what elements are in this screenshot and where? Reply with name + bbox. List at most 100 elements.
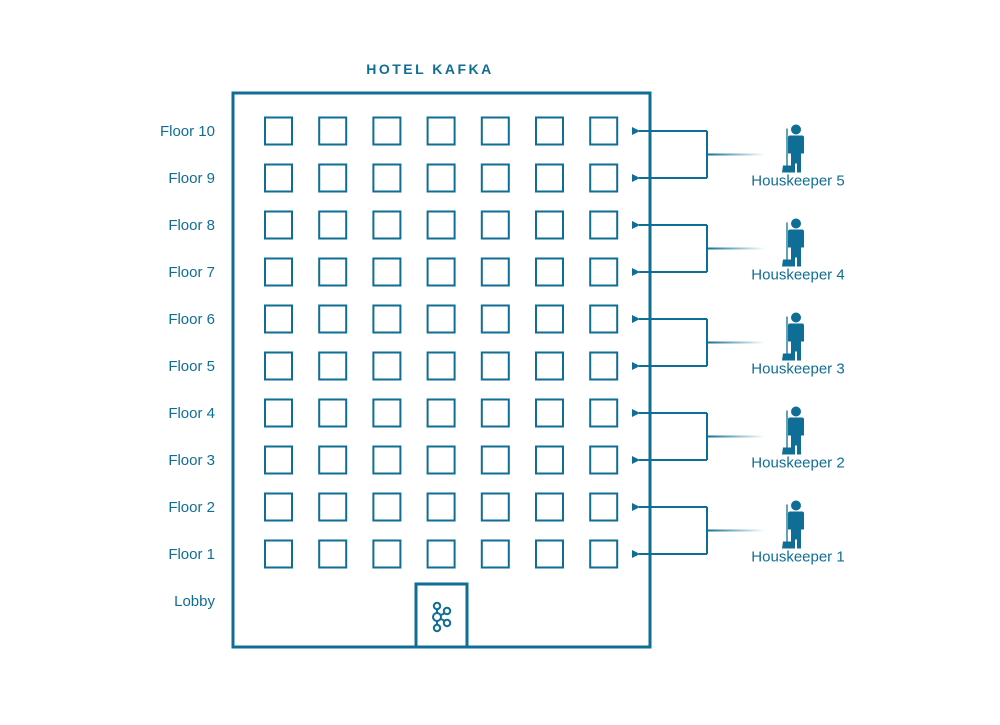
room-window xyxy=(318,163,348,193)
room-window xyxy=(480,257,510,287)
connector-line xyxy=(707,247,765,250)
room-window xyxy=(264,351,293,381)
connector-line xyxy=(707,153,765,156)
room-window xyxy=(372,539,402,569)
room-window xyxy=(589,351,619,381)
housekeeper-group: Houskeeper 4 xyxy=(632,218,845,284)
room-grid xyxy=(264,116,619,569)
room-window xyxy=(318,304,348,334)
room-window xyxy=(426,539,456,569)
room-window xyxy=(589,492,619,522)
room-window xyxy=(480,163,510,193)
floor-label: Floor 5 xyxy=(168,358,215,375)
room-window xyxy=(318,210,348,240)
room-window xyxy=(480,398,510,428)
connector-line xyxy=(707,529,765,532)
room-window xyxy=(264,539,293,569)
room-window xyxy=(318,445,348,475)
hotel-title: HOTEL KAFKA xyxy=(366,61,494,77)
housekeeper-group: Houskeeper 1 xyxy=(632,500,845,566)
floor-row xyxy=(264,163,619,193)
room-window xyxy=(480,492,510,522)
floor-label: Floor 10 xyxy=(160,123,215,140)
floor-label: Floor 9 xyxy=(168,170,215,187)
floor-label: Floor 2 xyxy=(168,499,215,516)
housekeeper-label: Houskeeper 2 xyxy=(751,455,844,472)
room-window xyxy=(535,539,564,569)
connector-line xyxy=(707,341,765,344)
room-window xyxy=(535,257,564,287)
room-window xyxy=(589,304,619,334)
floor-label: Floor 8 xyxy=(168,217,215,234)
floor-label: Floor 1 xyxy=(168,546,215,563)
room-window xyxy=(372,257,402,287)
room-window xyxy=(264,116,293,146)
room-window xyxy=(318,351,348,381)
floor-row xyxy=(264,539,619,569)
housekeeper-label: Houskeeper 1 xyxy=(751,549,844,566)
lobby-label: Lobby xyxy=(174,593,215,610)
room-window xyxy=(372,492,402,522)
room-window xyxy=(426,257,456,287)
room-window xyxy=(589,210,619,240)
lobby-entrance xyxy=(414,582,469,649)
floor-label: Floor 7 xyxy=(168,264,215,281)
room-window xyxy=(372,398,402,428)
housekeeper-group: Houskeeper 5 xyxy=(632,124,845,190)
floor-row xyxy=(264,210,619,240)
housekeeper-person-icon xyxy=(782,500,804,549)
room-window xyxy=(318,539,348,569)
housekeeper-label: Houskeeper 5 xyxy=(751,173,844,190)
hotel-building xyxy=(231,91,652,649)
room-window xyxy=(535,116,564,146)
kafka-logo-icon xyxy=(432,601,452,633)
room-window xyxy=(480,210,510,240)
room-window xyxy=(264,304,293,334)
room-window xyxy=(535,492,564,522)
room-window xyxy=(426,116,456,146)
floor-row xyxy=(264,398,619,428)
floor-row xyxy=(264,116,619,146)
room-window xyxy=(480,116,510,146)
room-window xyxy=(535,304,564,334)
room-window xyxy=(589,116,619,146)
room-window xyxy=(264,210,293,240)
room-window xyxy=(372,116,402,146)
room-window xyxy=(318,116,348,146)
room-window xyxy=(264,398,293,428)
room-window xyxy=(535,398,564,428)
housekeeper-groups: Houskeeper 5 Houskeeper 4 Houskeeper 3 Hous… xyxy=(632,124,845,566)
housekeeper-person-icon xyxy=(782,124,804,173)
room-window xyxy=(535,351,564,381)
room-window xyxy=(372,351,402,381)
housekeeper-group: Houskeeper 3 xyxy=(632,312,845,378)
room-window xyxy=(318,398,348,428)
room-window xyxy=(589,445,619,475)
room-window xyxy=(426,492,456,522)
floor-row xyxy=(264,492,619,522)
room-window xyxy=(589,257,619,287)
room-window xyxy=(426,210,456,240)
room-window xyxy=(480,351,510,381)
room-window xyxy=(426,163,456,193)
housekeeper-label: Houskeeper 4 xyxy=(751,267,844,284)
room-window xyxy=(264,163,293,193)
housekeeper-person-icon xyxy=(782,406,804,455)
floor-row xyxy=(264,304,619,334)
room-window xyxy=(318,257,348,287)
room-window xyxy=(589,539,619,569)
room-window xyxy=(372,304,402,334)
room-window xyxy=(372,445,402,475)
room-window xyxy=(264,492,293,522)
connector-line xyxy=(707,435,765,438)
housekeeper-person-icon xyxy=(782,218,804,267)
housekeeper-person-icon xyxy=(782,312,804,361)
room-window xyxy=(480,445,510,475)
room-window xyxy=(426,445,456,475)
room-window xyxy=(264,257,293,287)
housekeeper-label: Houskeeper 3 xyxy=(751,361,844,378)
room-window xyxy=(426,351,456,381)
room-window xyxy=(535,445,564,475)
